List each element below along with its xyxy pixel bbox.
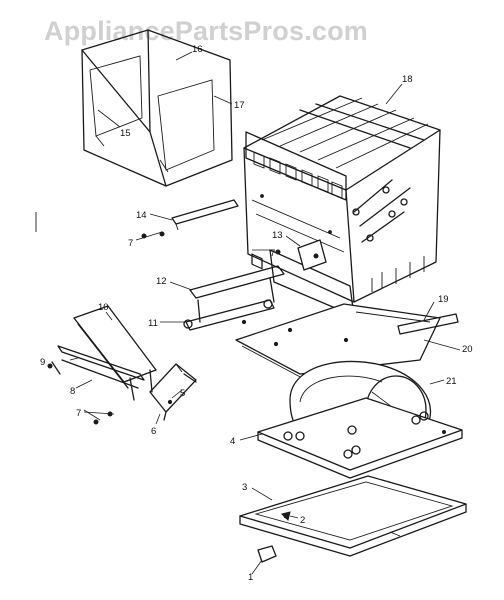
callout-17: 17	[234, 100, 245, 111]
callout-1: 1	[248, 572, 253, 583]
callout-2: 2	[300, 515, 305, 526]
callout-15: 15	[120, 128, 131, 139]
callout-16: 16	[192, 44, 203, 55]
callout-5: 5	[180, 388, 185, 399]
callout-21: 21	[446, 376, 457, 387]
manifold-bracket	[183, 265, 285, 331]
callout-7-mid: 7	[270, 248, 275, 259]
callout-4: 4	[230, 436, 235, 447]
support-bracket	[149, 363, 197, 421]
callout-3: 3	[242, 482, 247, 493]
baffle-assembly	[81, 29, 233, 187]
callout-12: 12	[156, 276, 167, 287]
screw-2	[281, 511, 291, 521]
limit-switch	[297, 239, 327, 271]
leader-lines	[35, 51, 461, 575]
callout-11: 11	[148, 318, 158, 329]
screws	[93, 233, 281, 425]
callout-6: 6	[151, 426, 156, 437]
blower-deck	[257, 397, 463, 479]
watermark-text: AppliancePartsPros.com	[44, 16, 369, 46]
bottom-panel	[239, 475, 467, 557]
callout-labels: 1 2 3 4 5 6 7 7 7 8 9 10 11 12 13 14 15 …	[40, 44, 473, 583]
callout-20: 20	[462, 344, 473, 355]
callout-18: 18	[402, 74, 413, 85]
bracket-14	[159, 199, 239, 237]
callout-14: 14	[136, 210, 147, 221]
heat-exchanger	[243, 95, 441, 317]
callout-7-top: 7	[128, 238, 133, 249]
callout-7-bottom: 7	[76, 408, 81, 419]
frame-assembly	[47, 305, 157, 401]
callout-9: 9	[40, 357, 45, 368]
callout-10: 10	[98, 302, 109, 313]
shield-plate	[235, 303, 459, 381]
callout-8: 8	[70, 386, 75, 397]
small-bracket	[257, 545, 277, 563]
callout-19: 19	[438, 294, 449, 305]
callout-13: 13	[272, 230, 283, 241]
